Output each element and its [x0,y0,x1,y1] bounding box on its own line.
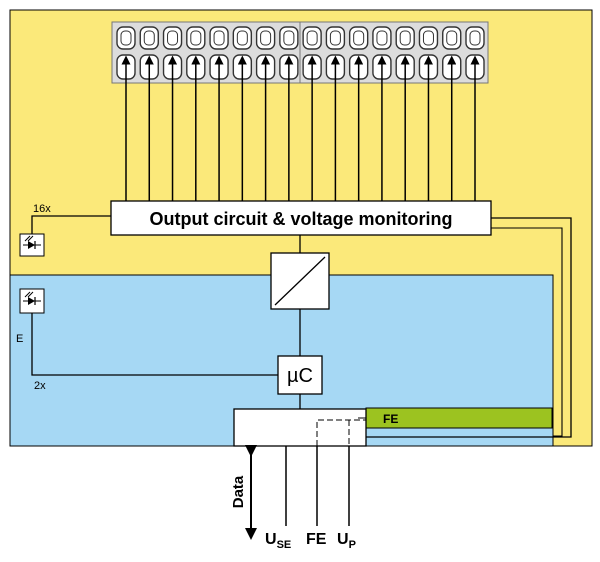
data-label: Data [230,475,247,508]
dc-dc-converter-icon [270,235,330,356]
led-icon [23,235,41,249]
fe-bottom-label: FE [306,531,327,548]
up-label-main: U [337,531,349,548]
up-label-sub: P [349,539,356,551]
fe-bar-label: FE [383,412,398,426]
fe-bar: FE [365,407,553,429]
microcontroller-block: µC [277,355,323,409]
external-connections: Data USE FE UP [230,445,356,551]
terminal-strip [111,21,489,84]
output-arrows [121,55,480,201]
output-circuit-label: Output circuit & voltage monitoring [150,209,453,229]
microcontroller-label: µC [287,365,313,387]
input-count-label: 2x [34,380,46,392]
output-led-indicator: 16x [19,203,111,257]
terminal-clamp [255,26,276,80]
input-led-indicator: E 2x [16,288,278,392]
up-label: UP [337,531,356,551]
input-e-label: E [16,333,23,345]
monitoring-feedback-lines [358,217,572,438]
bus-connector-block [233,408,367,447]
use-label-main: U [265,531,277,548]
output-count-label: 16x [33,203,51,215]
use-label: USE [265,531,291,551]
output-circuit-block: Output circuit & voltage monitoring [110,200,492,236]
led-icon [23,291,41,305]
use-label-sub: SE [277,539,292,551]
